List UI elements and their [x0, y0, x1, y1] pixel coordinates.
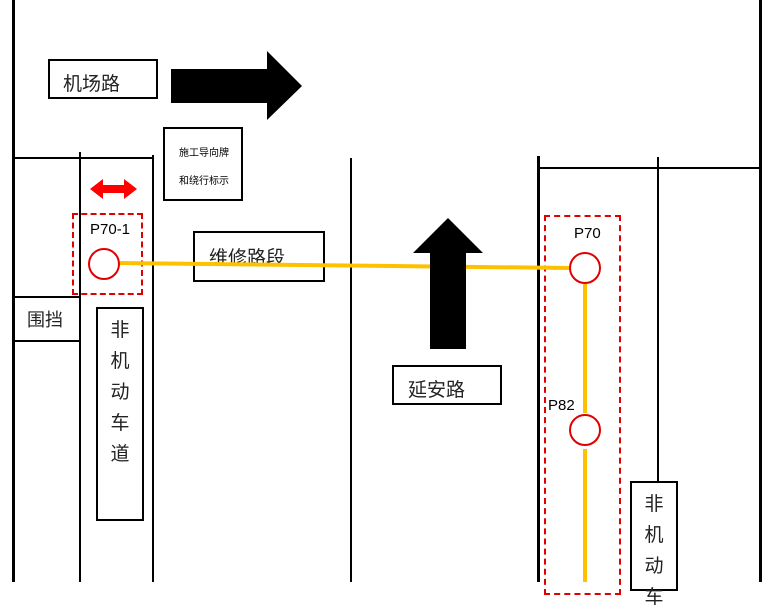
yanan-road-label: 延安路: [408, 379, 466, 401]
jichang-road-label-box: 机场路: [48, 59, 158, 99]
point-p82-marker: [569, 414, 601, 446]
bidirectional-arrow-icon: [90, 179, 137, 199]
point-p70-1-marker: [88, 248, 120, 280]
point-label-p70-1: P70-1: [90, 221, 131, 238]
point-label-p70: P70: [574, 225, 601, 242]
lane-divider-right-1: [657, 157, 659, 482]
yanan-road-label-box: 延安路: [392, 365, 502, 405]
jichang-road-label: 机场路: [63, 73, 121, 95]
work-zone-left: [72, 213, 143, 295]
road-edge-top-left: [12, 157, 154, 159]
barrier-label: 围挡: [27, 310, 63, 331]
arrow-right-icon: [171, 51, 302, 120]
road-edge-top-right: [537, 167, 761, 169]
bike-lane-left-label: 非 机 动 车 道: [110, 319, 130, 465]
construction-sign-box: 施工导向牌 和绕行标示: [163, 127, 243, 201]
point-p70-marker: [569, 252, 601, 284]
road-edge-right-1: [537, 156, 540, 582]
road-edge-right-2: [759, 0, 762, 582]
arrow-up-icon: [413, 218, 483, 349]
construction-sign-line2: 和绕行标示: [179, 176, 229, 187]
construction-sign-line1: 施工导向牌: [179, 148, 229, 159]
barrier-line-top: [12, 296, 80, 298]
diagram-overlay: [88, 51, 601, 582]
road-center-line: [350, 158, 352, 582]
barrier-line-bottom: [12, 340, 80, 342]
route-line-horizontal: [119, 261, 571, 270]
lane-divider-left-1: [79, 152, 81, 582]
bike-lane-left-box: 非 机 动 车 道: [96, 307, 144, 521]
road-edge-left-outer: [12, 0, 15, 582]
point-label-p82: P82: [548, 397, 575, 414]
lane-divider-left-2: [152, 155, 154, 582]
